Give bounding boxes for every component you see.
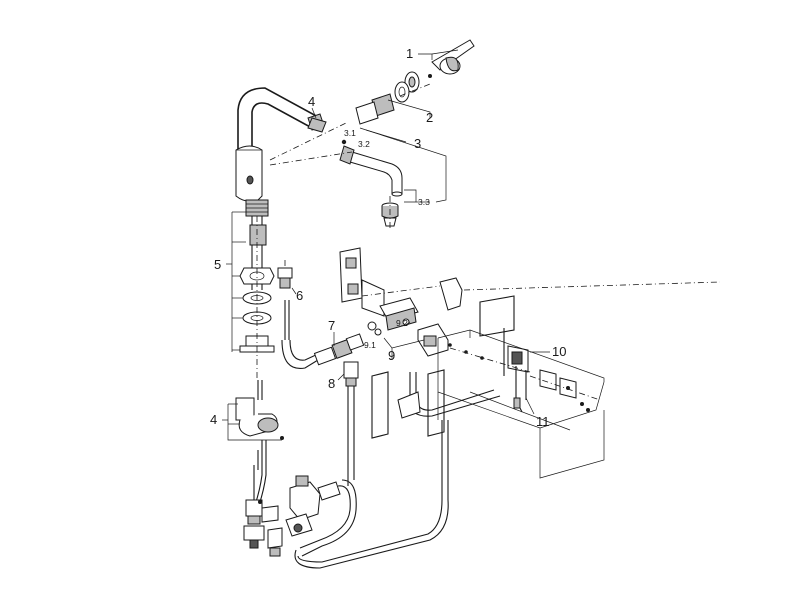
label-10: 10 bbox=[552, 344, 566, 359]
spray-head[interactable] bbox=[339, 139, 403, 197]
center-lines bbox=[256, 83, 721, 401]
label-3-1: 3.1 bbox=[344, 128, 356, 138]
part-labels: 1 2 3 3.1 3.2 3.3 4 5 6 7 8 9 9.1 9.2 4 … bbox=[210, 46, 566, 429]
label-4-top: 4 bbox=[308, 94, 315, 109]
control-module[interactable] bbox=[417, 323, 484, 360]
supply-hoses[interactable] bbox=[243, 440, 283, 557]
battery-box-10[interactable] bbox=[507, 345, 590, 412]
label-3: 3 bbox=[414, 136, 421, 151]
label-3-3: 3.3 bbox=[418, 197, 430, 207]
callout-lines bbox=[222, 49, 550, 441]
wall-bracket[interactable] bbox=[339, 247, 385, 317]
label-7: 7 bbox=[328, 318, 335, 333]
elbow-fitting[interactable] bbox=[439, 277, 463, 311]
label-8: 8 bbox=[328, 376, 335, 391]
label-3-2: 3.2 bbox=[358, 139, 370, 149]
hose-end-fitting[interactable] bbox=[307, 117, 327, 133]
hose-guide-clip[interactable] bbox=[235, 380, 284, 440]
label-9: 9 bbox=[388, 348, 395, 363]
valve-block-9[interactable] bbox=[367, 297, 419, 336]
label-11: 11 bbox=[536, 414, 550, 429]
fitting-8[interactable] bbox=[343, 361, 359, 470]
perspective-outline bbox=[437, 329, 605, 479]
pull-out-hose[interactable] bbox=[281, 339, 319, 369]
hose-connector[interactable] bbox=[277, 267, 293, 340]
label-1: 1 bbox=[406, 46, 413, 61]
mounting-plate-large[interactable] bbox=[479, 295, 515, 337]
valve-cable[interactable] bbox=[397, 372, 501, 419]
label-9-2: 9.2 bbox=[396, 318, 408, 328]
cable-loops[interactable] bbox=[294, 420, 449, 569]
label-6: 6 bbox=[296, 288, 303, 303]
coupling-7[interactable] bbox=[313, 333, 365, 366]
label-4-bottom: 4 bbox=[210, 412, 217, 427]
lever-handle[interactable] bbox=[431, 39, 475, 75]
mounting-plate-tall[interactable] bbox=[371, 369, 445, 439]
label-2: 2 bbox=[426, 110, 433, 125]
diverter-valve[interactable] bbox=[285, 475, 341, 537]
spout-threaded-base[interactable] bbox=[245, 199, 269, 217]
label-9-1: 9.1 bbox=[364, 340, 376, 350]
cartridge-parts[interactable] bbox=[355, 71, 432, 125]
label-5: 5 bbox=[214, 257, 221, 272]
mounting-hardware-stack[interactable] bbox=[239, 267, 275, 353]
sensor-cable[interactable] bbox=[503, 328, 527, 413]
